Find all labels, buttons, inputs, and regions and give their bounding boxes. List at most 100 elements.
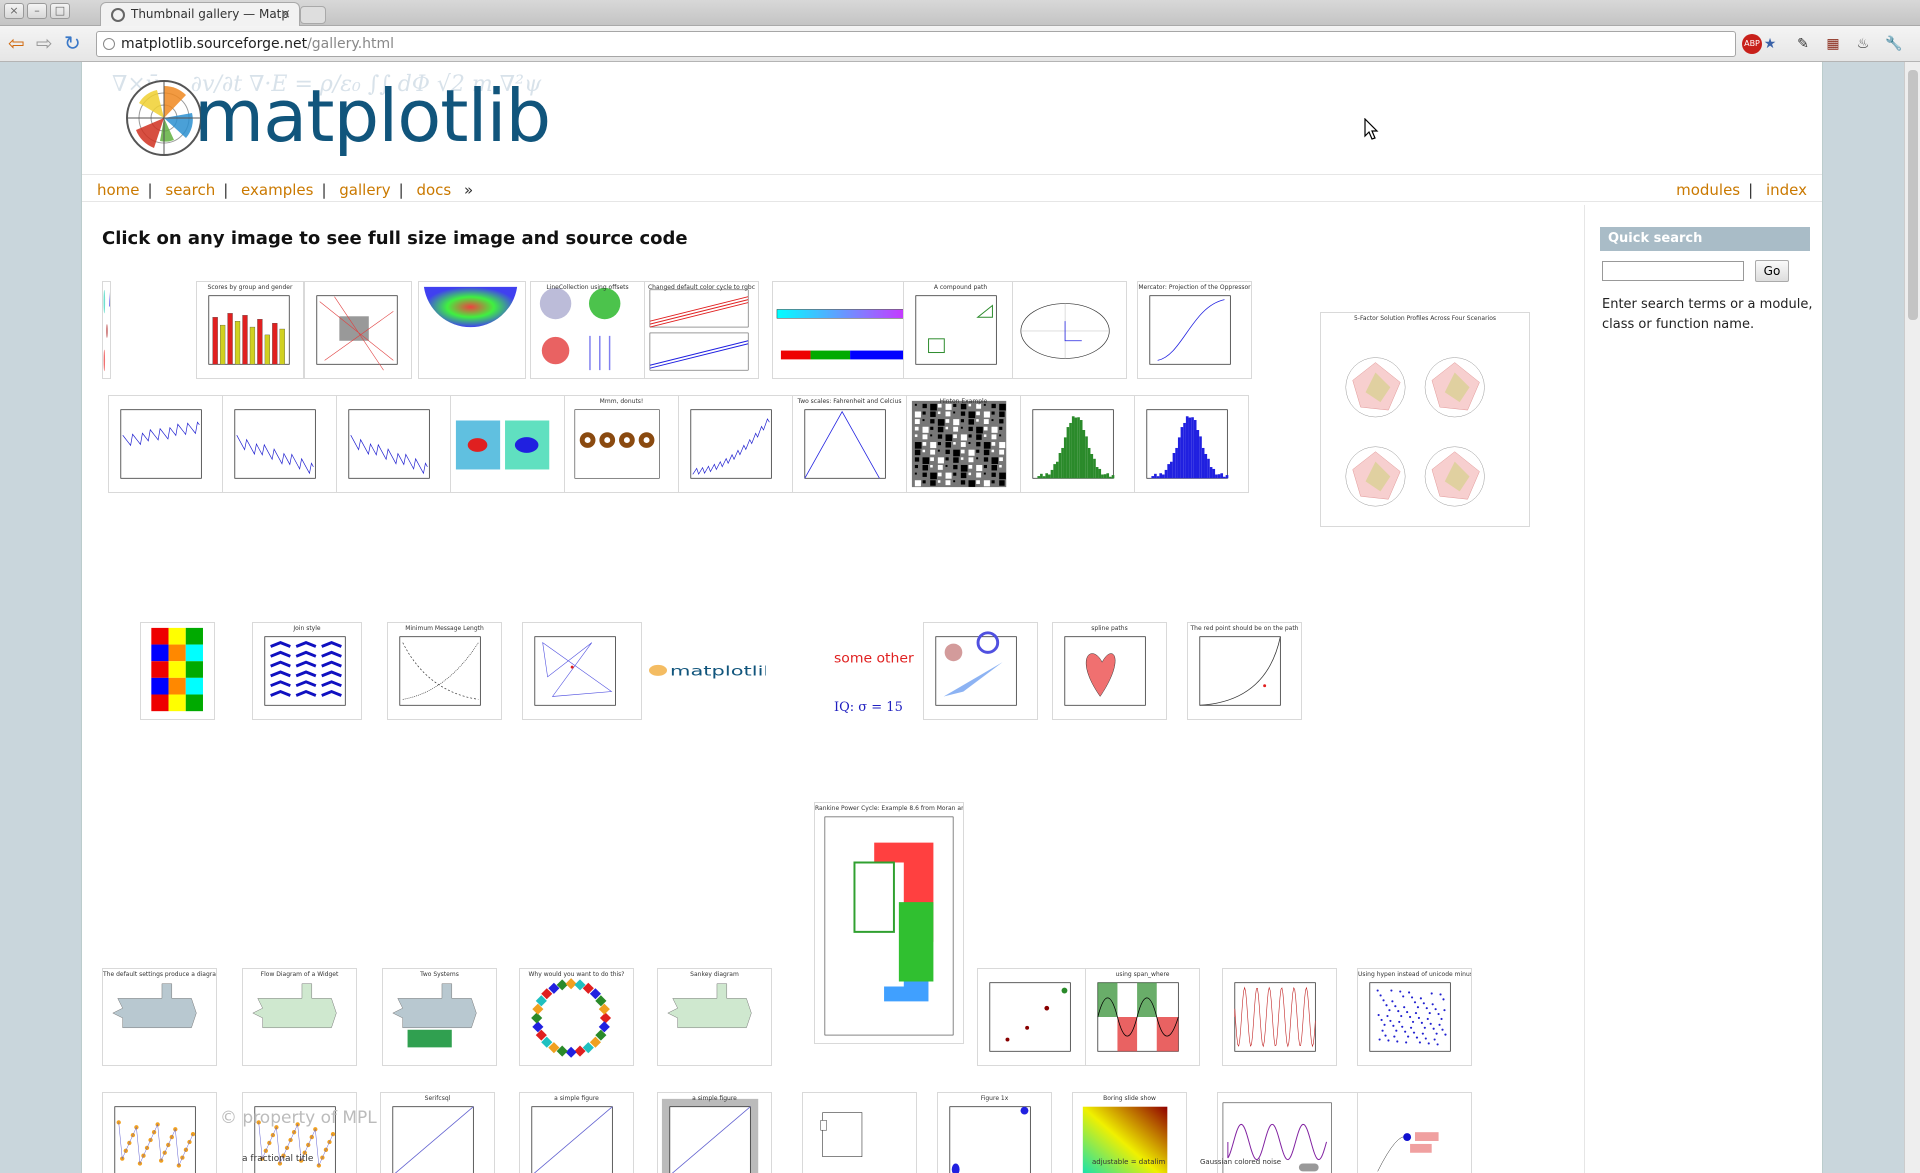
- thumbnail-caption: Using hypen instead of unicode minus: [1358, 971, 1471, 978]
- window-minimize-button[interactable]: –: [27, 3, 47, 19]
- thumbnail-image: [690, 409, 772, 479]
- bookmark-star-icon[interactable]: ★: [1763, 36, 1777, 52]
- gallery-thumbnail-artist-reference[interactable]: [102, 281, 111, 379]
- thumbnail-caption: Serifcsql: [424, 1095, 451, 1102]
- gallery-thumbnail-donut-demo[interactable]: Mmm, donuts!: [564, 395, 679, 493]
- nav-link-examples[interactable]: examples: [241, 181, 314, 199]
- gallery-thumbnail-sankey-rankine[interactable]: Rankine Power Cycle: Example 8.6 from Mo…: [814, 802, 964, 1044]
- gallery-thumbnail-orange-dots-2[interactable]: [242, 1092, 357, 1173]
- quick-search-input[interactable]: [1602, 261, 1744, 281]
- gallery-thumbnail-diagonal-2[interactable]: a simple figure: [519, 1092, 634, 1173]
- gallery-thumbnail-hinton-demo[interactable]: Hinton Example: [906, 395, 1021, 493]
- gallery-thumbnail-image-demo[interactable]: [140, 622, 215, 720]
- back-button[interactable]: ⇦: [8, 31, 25, 55]
- nav-link-home[interactable]: home: [97, 181, 140, 199]
- extension-grid-icon[interactable]: ▦: [1826, 36, 1840, 52]
- scrollbar-thumb[interactable]: [1908, 70, 1918, 320]
- gallery-thumbnail-polys[interactable]: [522, 622, 642, 720]
- gallery-thumbnail-date-demo3[interactable]: [336, 395, 451, 493]
- nav-link-search[interactable]: search: [165, 181, 216, 199]
- thumbnail-caption: 5-Factor Solution Profiles Across Four S…: [1353, 315, 1497, 322]
- adblock-icon[interactable]: ABP: [1742, 34, 1762, 54]
- thumbnail-caption: a simple figure: [554, 1095, 599, 1102]
- gallery-thumbnail-diagonal-1[interactable]: Serifcsql: [380, 1092, 495, 1173]
- gallery-thumbnail-date-demo1[interactable]: [108, 395, 223, 493]
- gallery-thumbnail-boring-slide-show[interactable]: Boring slide show: [1072, 1092, 1187, 1173]
- thumbnail-image: [661, 1098, 759, 1173]
- gallery-thumbnail-unicode-minus[interactable]: Using hypen instead of unicode minus: [1357, 968, 1472, 1066]
- thumbnail-image: [649, 289, 749, 371]
- gallery-thumbnail-annotation-box[interactable]: [802, 1092, 917, 1173]
- gallery-thumbnail-diagonal-3[interactable]: a simple figure: [657, 1092, 772, 1173]
- thumbnail-caption: Minimum Message Length: [405, 625, 484, 632]
- browser-tab[interactable]: Thumbnail gallery — Matp ×: [100, 2, 300, 26]
- gallery-thumbnail-sine-waves[interactable]: [1222, 968, 1337, 1066]
- nav-link-docs[interactable]: docs: [416, 181, 452, 199]
- gallery-thumbnail-color-cycle[interactable]: Changed default color cycle to rgbc: [644, 281, 759, 379]
- quick-search-go-button[interactable]: Go: [1755, 260, 1789, 282]
- extension-phone-icon[interactable]: ✎: [1797, 36, 1809, 52]
- gallery-thumbnail-demo-imagegrid[interactable]: [450, 395, 565, 493]
- gallery-thumbnail-date-demo2[interactable]: [222, 395, 337, 493]
- thumbnail-caption: LineCollection using offsets: [546, 284, 629, 291]
- gallery-thumbnail-histogram-green[interactable]: [1020, 395, 1135, 493]
- gallery-thumbnail-logo-small[interactable]: matplotlib: [646, 652, 766, 712]
- mouse-cursor-icon: [1364, 118, 1379, 140]
- thumbnail-caption: Changed default color cycle to rgbc: [647, 284, 755, 291]
- gallery-thumbnail-compound-path[interactable]: A compound path: [903, 281, 1018, 379]
- gallery-thumbnail-custom-projection[interactable]: [1012, 281, 1127, 379]
- gallery-thumbnail-fancy-simple[interactable]: [1357, 1092, 1472, 1173]
- page-scrollbar[interactable]: [1904, 62, 1920, 1173]
- thumbnail-image: [1082, 1106, 1168, 1173]
- thumbnail-image: [1199, 636, 1281, 706]
- gallery-thumbnail-sankey-widget[interactable]: Flow Diagram of a Widget: [242, 968, 357, 1066]
- window-close-button[interactable]: ×: [4, 3, 24, 19]
- nav-link-modules[interactable]: modules: [1676, 181, 1741, 199]
- gallery-thumbnail-spline-paths[interactable]: spline paths: [1052, 622, 1167, 720]
- gallery-thumbnail-custom-scale[interactable]: Mercator: Projection of the Oppressor: [1137, 281, 1252, 379]
- gallery-thumbnail-why-would-you[interactable]: Why would you want to do this?: [519, 968, 634, 1066]
- new-tab-button[interactable]: [300, 6, 326, 24]
- tab-close-icon[interactable]: ×: [280, 7, 291, 22]
- thumbnail-image: [120, 409, 202, 479]
- matplotlib-logo[interactable]: ∇×v̄ − ∂v/∂t ∇·E = ρ/ε₀ ∫∫ dΦ √2 m ∇²ψ m…: [112, 72, 582, 168]
- tab-favicon-icon: [111, 8, 125, 22]
- window-maximize-button[interactable]: □: [50, 3, 70, 19]
- nav-link-gallery[interactable]: gallery: [339, 181, 391, 199]
- gallery-thumbnail-scatter-dots[interactable]: [977, 968, 1092, 1066]
- gallery-thumbnail-joinstyle[interactable]: Join style: [252, 622, 362, 720]
- forward-button[interactable]: ⇨: [36, 31, 53, 55]
- gallery-thumbnail-sankey-default[interactable]: The default settings produce a diagram l…: [102, 968, 217, 1066]
- thumbnail-image: [989, 982, 1071, 1052]
- gallery-thumbnail-radar-chart[interactable]: 5-Factor Solution Profiles Across Four S…: [1320, 312, 1530, 527]
- gallery-thumbnail-annotate-wave[interactable]: [1217, 1092, 1367, 1173]
- gallery-thumbnail-image-clip[interactable]: [418, 281, 526, 379]
- thumbnail-image: [1222, 1102, 1332, 1173]
- gallery-thumbnail-ellipse-demo[interactable]: [678, 395, 793, 493]
- gallery-thumbnail-figure-1x[interactable]: Figure 1x: [937, 1092, 1052, 1173]
- thumbnail-image: [254, 1106, 336, 1173]
- thumbnail-caption: The default settings produce a diagram l…: [103, 971, 216, 978]
- nav-link-index[interactable]: index: [1765, 181, 1807, 199]
- gallery-thumbnail-sankey-diagram[interactable]: Sankey diagram: [657, 968, 772, 1066]
- gallery-thumbnail-scatter-shapes[interactable]: [923, 622, 1038, 720]
- page-info-icon[interactable]: [103, 38, 115, 50]
- thumbnail-caption: Figure 1x: [980, 1095, 1009, 1102]
- gallery-thumbnail-fahrenheit-celsius[interactable]: Two scales: Fahrenheit and Celcius: [792, 395, 907, 493]
- gallery-thumbnail-span-where[interactable]: using span_where: [1085, 968, 1200, 1066]
- gallery-thumbnail-minimum-message-length[interactable]: Minimum Message Length: [387, 622, 502, 720]
- extension-download-icon[interactable]: ♨: [1856, 36, 1870, 52]
- gallery-thumbnail-red-point[interactable]: The red point should be on the path: [1187, 622, 1302, 720]
- reload-button[interactable]: ↻: [64, 31, 81, 55]
- thumbnail-image: [1345, 357, 1485, 507]
- thumbnail-caption: Why would you want to do this?: [528, 971, 625, 978]
- wrench-menu-icon[interactable]: 🔧: [1885, 36, 1903, 52]
- gallery-thumbnail-lines-demo[interactable]: [304, 281, 412, 379]
- gallery-thumbnail-orange-dots-1[interactable]: [102, 1092, 217, 1173]
- gallery-thumbnail-collections-demo[interactable]: LineCollection using offsets: [530, 281, 645, 379]
- thumbnail-image: [316, 295, 398, 371]
- gallery-thumbnail-histogram-blue[interactable]: [1134, 395, 1249, 493]
- gallery-thumbnail-barchart-demo[interactable]: Scores by group and gender: [196, 281, 304, 379]
- gallery-thumbnail-two-systems[interactable]: Two Systems: [382, 968, 497, 1066]
- address-bar[interactable]: matplotlib.sourceforge.net/gallery.html: [96, 31, 1736, 57]
